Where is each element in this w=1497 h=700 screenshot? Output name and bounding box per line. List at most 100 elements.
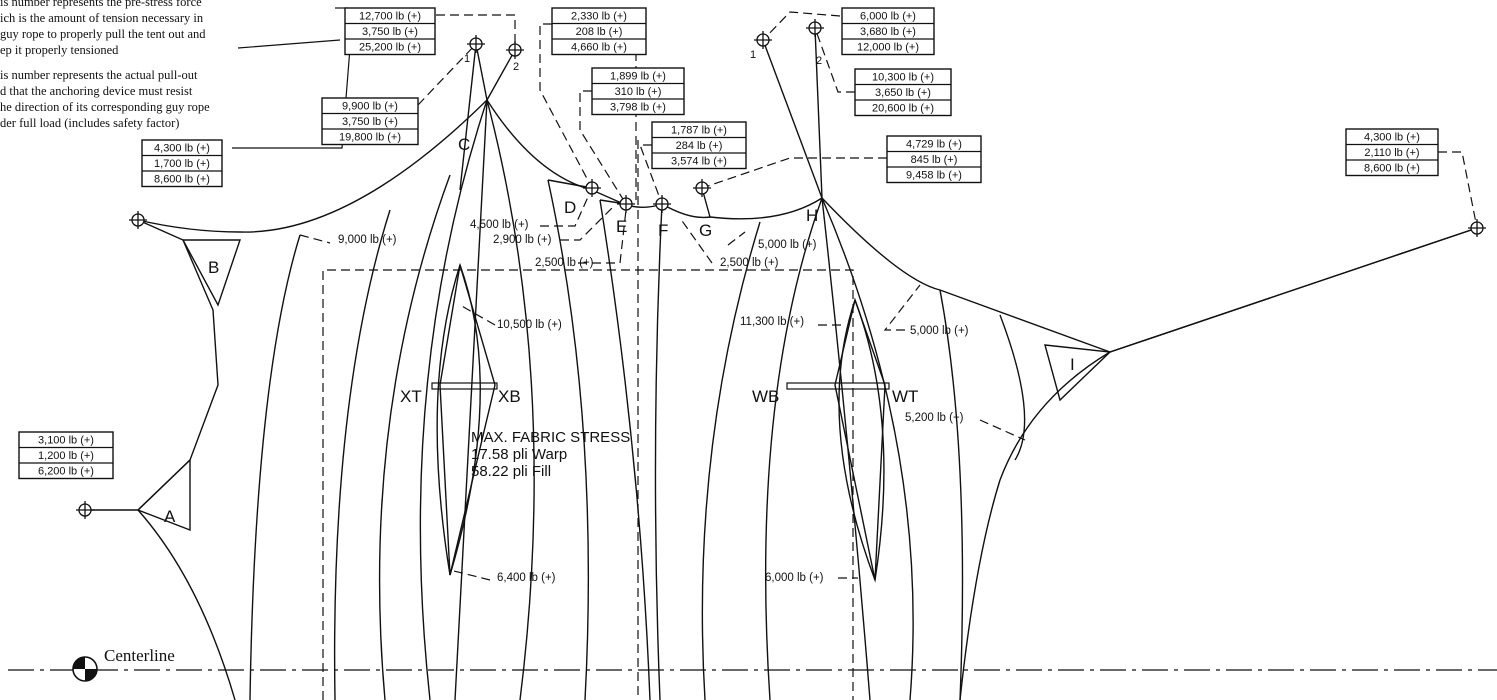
seam-12 <box>821 197 871 700</box>
centerline-label: Centerline <box>104 646 175 665</box>
load-label-box: 9,900 lb (+)3,750 lb (+)19,800 lb (+) <box>321 97 419 146</box>
leader-4729 <box>701 157 887 189</box>
seam-9 <box>654 203 663 700</box>
load-label-value: 12,700 lb (+) <box>359 11 421 23</box>
seam-8 <box>599 199 651 700</box>
leader-10300 <box>814 27 855 93</box>
seam-13 <box>821 197 914 700</box>
pole-label: XT <box>400 387 422 406</box>
load-label-value: 2,330 lb (+) <box>571 11 627 23</box>
panel-letter: D <box>564 198 576 217</box>
load-label-value: 10,300 lb (+) <box>872 72 934 84</box>
leader-2500-left <box>578 209 627 264</box>
load-label-value: 3,750 lb (+) <box>342 116 398 128</box>
pole-diamond-right-inner <box>834 297 886 581</box>
load-label-value: 3,100 lb (+) <box>38 435 94 447</box>
note-prestress-line: guy rope to properly pull the tent out a… <box>0 27 206 41</box>
centerline-symbol <box>72 656 98 682</box>
mast-left-1 <box>475 43 488 101</box>
load-label-value: 6,200 lb (+) <box>38 466 94 478</box>
force-label: 5,000 lb (+) <box>910 325 969 337</box>
pole-bar-left <box>431 382 498 390</box>
seam-5 <box>454 99 488 700</box>
load-label-value: 6,000 lb (+) <box>860 11 916 23</box>
tent-outer-edge-left-lower <box>137 509 236 700</box>
load-label-value: 208 lb (+) <box>576 26 623 38</box>
load-label-value: 3,680 lb (+) <box>860 26 916 38</box>
force-label: 2,900 lb (+) <box>493 234 552 246</box>
seam-15 <box>999 314 1026 461</box>
load-label-value: 1,899 lb (+) <box>610 71 666 83</box>
tent-right-edge <box>959 351 1111 700</box>
load-label-box: 3,100 lb (+) 1,200 lb (+) 6,200 lb (+) <box>18 431 114 480</box>
pole-label: WT <box>892 387 918 406</box>
load-label-box: 10,300 lb (+)3,650 lb (+)20,600 lb (+) <box>854 68 952 117</box>
force-label: 5,200 lb (+) <box>905 412 964 424</box>
anchor-point-icon <box>693 179 711 197</box>
leader-9000 <box>299 234 331 244</box>
load-label-value: 1,200 lb (+) <box>38 450 94 462</box>
panel-letter: E <box>616 217 627 236</box>
panel-letter: B <box>208 258 219 277</box>
seam-7 <box>547 179 590 700</box>
note-prestress-line: ich is the amount of tension necessary i… <box>0 11 204 25</box>
force-label: 11,300 lb (+) <box>740 316 804 328</box>
anchor-point-icon <box>583 179 601 197</box>
seam-4 <box>419 99 488 700</box>
pole-number: 1 <box>464 53 470 65</box>
load-label-box: 1,899 lb (+)310 lb (+)3,798 lb (+) <box>591 67 685 116</box>
seam-1 <box>249 234 301 700</box>
load-label-value: 4,300 lb (+) <box>154 143 210 155</box>
load-label-value: 3,798 lb (+) <box>610 102 666 114</box>
fabric-stress-warp: 17.58 pli Warp <box>471 446 567 463</box>
panel-letter: I <box>1070 355 1075 374</box>
anchor-point-icon <box>754 31 772 49</box>
panel-letter: G <box>699 221 712 240</box>
leader-6000 <box>762 11 841 41</box>
panel-b-outline <box>181 239 241 307</box>
load-label-value: 20,600 lb (+) <box>872 103 934 115</box>
leader-12700 <box>436 14 516 50</box>
force-label: 10,500 lb (+) <box>497 319 562 331</box>
panel-a-outline <box>136 458 191 532</box>
seam-11 <box>764 197 823 700</box>
load-label-value: 8,600 lb (+) <box>154 174 210 186</box>
leader-2330-b <box>539 23 593 189</box>
anchor-point-icon <box>506 41 524 59</box>
panel-i-outline <box>1044 344 1112 402</box>
panel-letter: H <box>806 206 818 225</box>
pole-diamond-left-inner <box>439 264 496 576</box>
leader-1899 <box>579 90 627 205</box>
anchor-point-icon <box>467 35 485 53</box>
seam-3 <box>378 174 451 700</box>
guy-rope-right <box>1109 227 1478 353</box>
note-pullout: is number represents the actual pull-out… <box>0 67 210 131</box>
load-label-box: 4,300 lb (+)2,110 lb (+)8,600 lb (+) <box>1345 128 1439 177</box>
floor-outline <box>322 269 854 700</box>
leader-2500-right <box>679 217 713 264</box>
note-pullout-line: is number represents the actual pull-out <box>0 68 198 82</box>
leader-9900 <box>417 43 477 106</box>
guy-rope-left-1 <box>459 43 477 191</box>
leader-5000-right <box>883 284 921 331</box>
force-label: 6,000 lb (+) <box>765 572 824 584</box>
anchor-point-icon <box>76 501 94 519</box>
force-label: 9,000 lb (+) <box>338 234 397 246</box>
force-label: 4,500 lb (+) <box>470 219 529 231</box>
note-pullout-line: d that the anchoring device must resist <box>0 84 193 98</box>
load-label-value: 9,458 lb (+) <box>906 170 962 182</box>
leader-5000-top <box>727 231 746 246</box>
mast-right-2 <box>814 27 823 199</box>
anchor-point-icon <box>653 195 671 213</box>
note-prestress-line: is number represents the pre-stress forc… <box>0 0 202 9</box>
fabric-stress-fill: 58.22 pli Fill <box>471 463 551 480</box>
load-label-value: 4,729 lb (+) <box>906 139 962 151</box>
note-prestress-line: ep it properly tensioned <box>0 43 119 57</box>
fabric-stress-block: MAX. FABRIC STRESS 17.58 pli Warp 58.22 … <box>471 429 630 480</box>
load-label-value: 284 lb (+) <box>676 140 723 152</box>
anchor-point-icon <box>806 19 824 37</box>
note-leader-pullout <box>232 47 351 149</box>
load-label-value: 19,800 lb (+) <box>339 132 401 144</box>
pole-number: 1 <box>750 49 756 61</box>
load-label-value: 2,110 lb (+) <box>1364 147 1419 159</box>
